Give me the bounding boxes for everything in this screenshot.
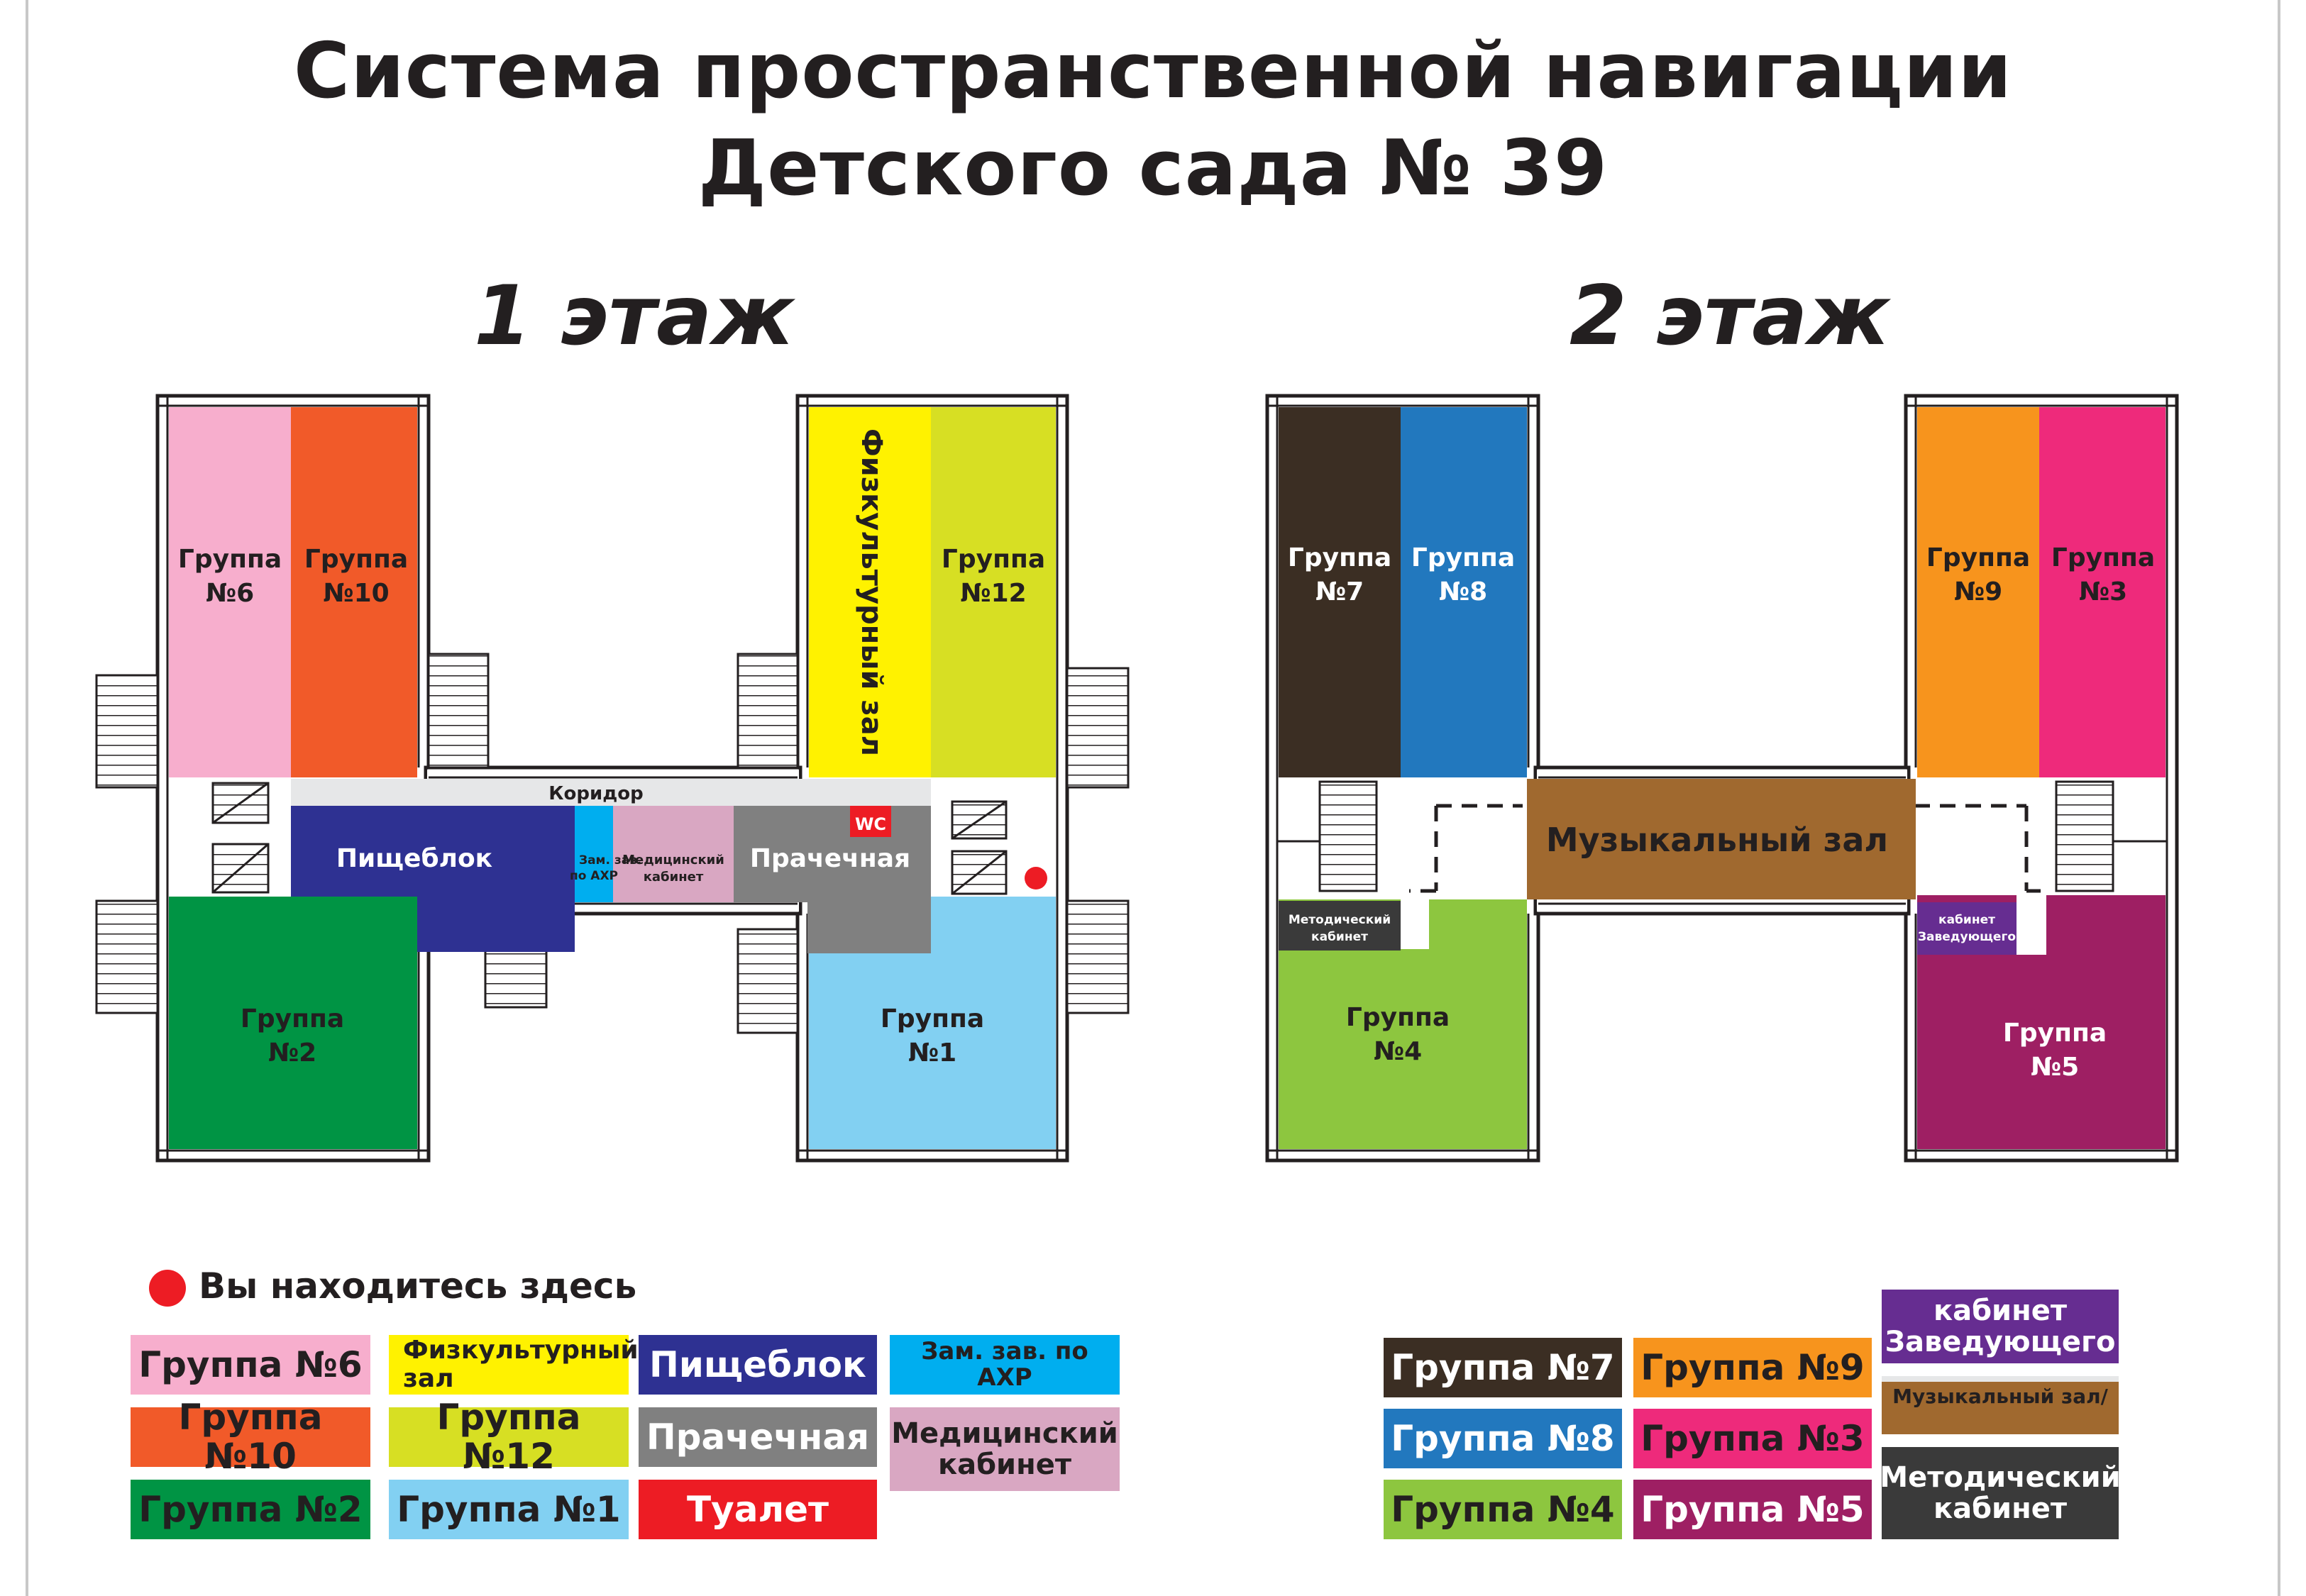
- legend-g3: Группа №3: [1633, 1409, 1872, 1468]
- legend-laundry: Прачечная: [639, 1407, 877, 1467]
- label-g4-1: Группа: [1346, 1003, 1450, 1032]
- label-g5-1: Группа: [2003, 1019, 2107, 1048]
- floor-2-title: 2 этаж: [1569, 268, 1890, 364]
- label-g9-2: №9: [1954, 577, 2002, 606]
- label-g9-1: Группа: [1926, 543, 2030, 572]
- legend-g10: Группа №10: [131, 1398, 370, 1476]
- legend-g4: Группа №4: [1384, 1480, 1622, 1539]
- room-music: [1527, 779, 1916, 899]
- stairs-f1-mid-4: [737, 928, 799, 1034]
- label-g6-2: №6: [206, 579, 254, 608]
- room-head: [1917, 902, 2017, 955]
- label-g4-2: №4: [1374, 1037, 1422, 1066]
- floor-1-title: 1 этаж: [474, 268, 794, 364]
- label-med-1: Медицинский: [622, 853, 724, 868]
- room-laundry: [734, 806, 931, 902]
- label-g5-2: №5: [2031, 1053, 2079, 1082]
- label-zam-1: Зам. зав.: [579, 853, 641, 868]
- legend-g12: Группа №12: [389, 1398, 629, 1476]
- label-g1-1: Группа: [881, 1004, 984, 1033]
- label-g3-1: Группа: [2051, 543, 2155, 572]
- legend-med: Медицинский кабинет: [890, 1407, 1120, 1491]
- legend-g6: Группа №6: [131, 1335, 370, 1395]
- room-g2: [169, 897, 417, 1149]
- legend-here-dot: [149, 1270, 186, 1307]
- page-frame-left: [26, 0, 28, 1596]
- legend-zam: Зам. зав. по АХР: [890, 1335, 1120, 1395]
- label-g7-2: №7: [1315, 577, 1364, 606]
- label-kitchen: Пищеблок: [336, 844, 492, 873]
- label-g12-2: №12: [960, 579, 1026, 608]
- room-g8: [1401, 407, 1527, 777]
- label-g1-2: №1: [908, 1038, 956, 1068]
- page-title-line1: Система пространственной навигации: [293, 27, 2013, 116]
- stairs-f1-mid-2: [737, 653, 799, 769]
- label-head-1: кабинет: [1938, 913, 1995, 927]
- legend-head: кабинет Заведующего: [1882, 1290, 2119, 1363]
- label-music: Музыкальный зал: [1546, 821, 1888, 859]
- legend-g8: Группа №8: [1384, 1409, 1622, 1468]
- legend-music: Музыкальный зал/: [1882, 1376, 2119, 1434]
- legend-g1: Группа №1: [389, 1480, 629, 1539]
- room-gym: [809, 407, 931, 777]
- stairs-f1-left-top: [95, 674, 159, 789]
- label-g7-1: Группа: [1288, 543, 1391, 572]
- label-laundry: Прачечная: [750, 844, 910, 873]
- legend-g7: Группа №7: [1384, 1338, 1622, 1397]
- label-g3-2: №3: [2079, 577, 2127, 606]
- legend-gym: Физкультурный зал: [389, 1335, 639, 1395]
- room-g6: [169, 407, 291, 777]
- label-zam-2: по АХР: [570, 869, 618, 883]
- legend-g9: Группа №9: [1633, 1338, 1872, 1397]
- label-metod-2: кабинет: [1311, 930, 1368, 944]
- room-med: [613, 806, 734, 902]
- you-are-here-marker: [1025, 867, 1047, 890]
- label-g8-2: №8: [1439, 577, 1487, 606]
- room-wc: [850, 806, 891, 837]
- legend-metod: Методический кабинет: [1880, 1447, 2121, 1539]
- room-g10: [291, 407, 417, 777]
- room-g3: [2039, 407, 2166, 777]
- label-g6-1: Группа: [178, 545, 282, 574]
- label-g10-1: Группа: [304, 545, 408, 574]
- label-g2-1: Группа: [241, 1004, 344, 1033]
- room-g12: [931, 407, 1056, 777]
- label-metod-1: Методический: [1289, 913, 1391, 927]
- legend-g5: Группа №5: [1633, 1480, 1872, 1539]
- stairs-f1-left-bottom: [95, 899, 159, 1014]
- room-corridor: [291, 779, 931, 806]
- label-g2-2: №2: [268, 1038, 316, 1068]
- stairs-f1-right-bottom: [1066, 899, 1130, 1014]
- label-g8-1: Группа: [1411, 543, 1515, 572]
- legend-kitchen: Пищеблок: [639, 1335, 877, 1395]
- label-med-2: кабинет: [644, 870, 704, 885]
- label-g12-1: Группа: [942, 545, 1045, 574]
- label-head-2: Заведующего: [1918, 930, 2016, 944]
- stairs-f1-right-top: [1066, 667, 1130, 789]
- room-g7: [1279, 407, 1401, 777]
- label-gym: Физкультурный зал: [855, 428, 888, 756]
- legend-you-are-here: Вы находитесь здесь: [199, 1265, 637, 1307]
- label-wc: WC: [855, 814, 886, 834]
- floor-1-plan: Группа №6 Группа №10 Группа №12 Физкульт…: [95, 394, 1130, 1163]
- page-frame-right: [2278, 0, 2280, 1596]
- legend-g2: Группа №2: [131, 1480, 370, 1539]
- label-g10-2: №10: [323, 579, 389, 608]
- room-zam: [575, 806, 613, 902]
- stairs-f1-mid-1: [427, 653, 490, 769]
- label-corridor: Коридор: [548, 783, 643, 804]
- floor-2-plan: Группа №7 Группа №8 Группа №9 Группа №3 …: [1265, 394, 2179, 1163]
- legend-toilet: Туалет: [639, 1480, 877, 1539]
- page-title-line2: Детского сада № 39: [697, 124, 1609, 213]
- room-g9: [1917, 407, 2039, 777]
